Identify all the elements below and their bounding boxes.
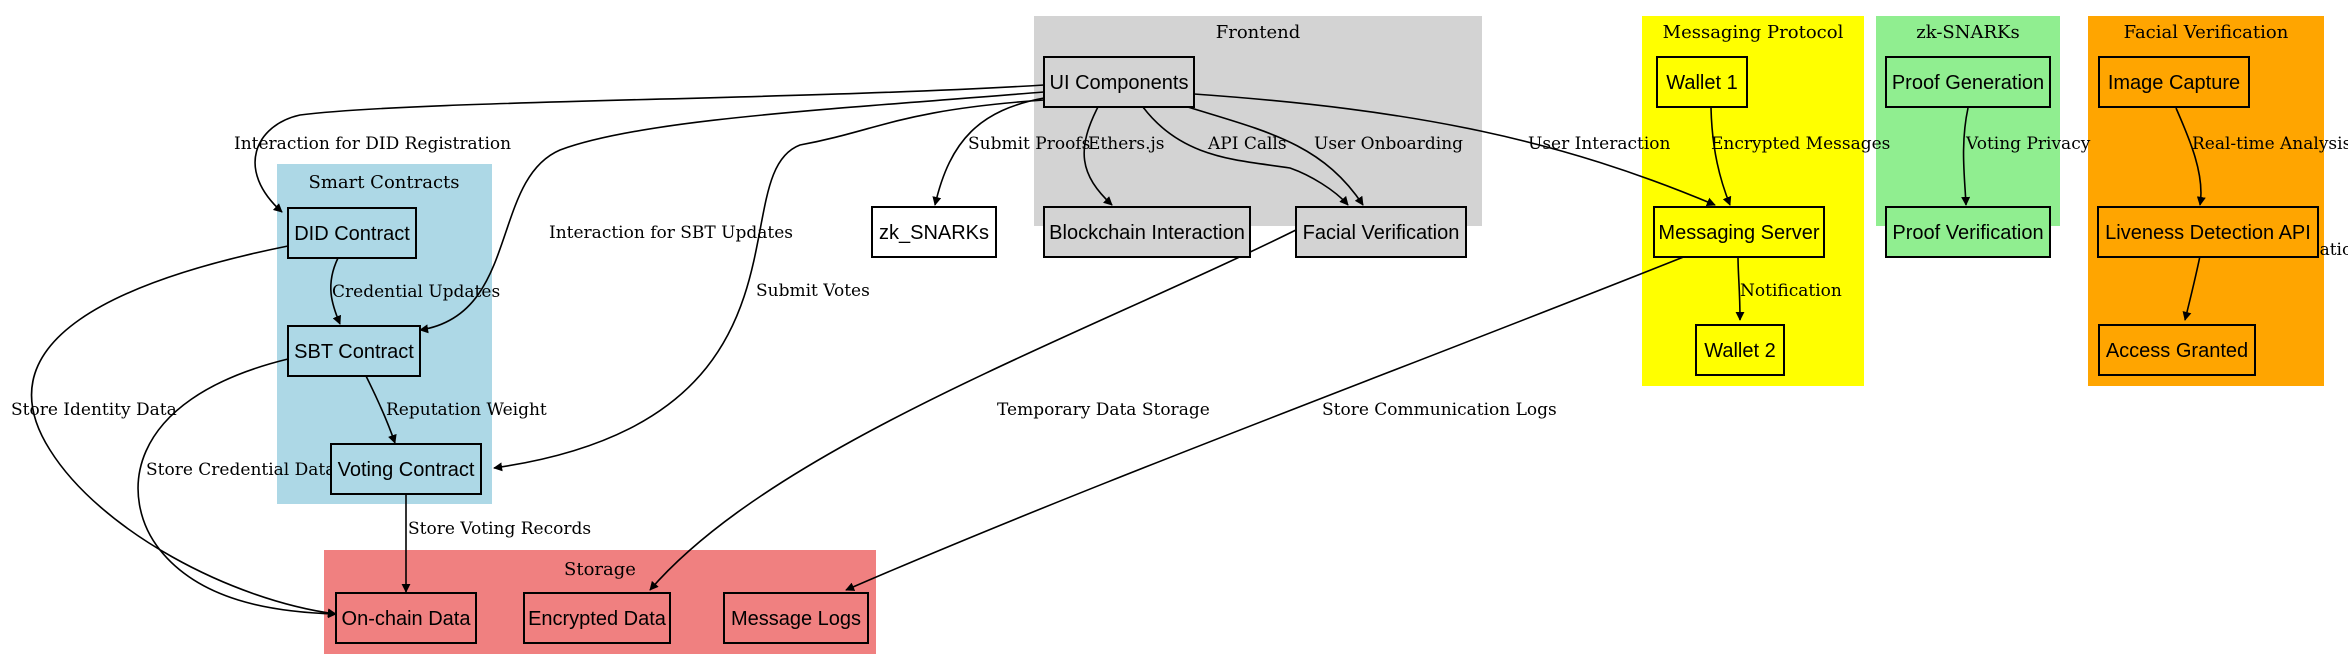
edge-label-store-credential: Store Credential Data	[146, 460, 335, 480]
edge-label-realtime: Real-time Analysis	[2192, 134, 2348, 154]
edge-label-submit-votes: Submit Votes	[756, 281, 870, 301]
node-blockchain-interaction[interactable]: Blockchain Interaction	[1043, 206, 1251, 258]
node-did-contract-label: DID Contract	[294, 223, 410, 245]
edge-ui-to-blockchain	[1083, 102, 1113, 206]
node-messaging-server-label: Messaging Server	[1658, 222, 1820, 244]
edge-did-to-onchain	[30, 245, 337, 618]
cluster-frontend: Frontend	[1034, 16, 1482, 226]
edge-label-store-comm: Store Communication Logs	[1322, 400, 1557, 420]
node-sbt-contract-label: SBT Contract	[294, 341, 414, 363]
edge-ui-to-did	[254, 84, 1045, 213]
edge-label-encrypted-messages: Encrypted Messages	[1711, 134, 1890, 154]
edge-label-credential-updates: Credential Updates	[332, 282, 500, 302]
edge-label-did-registration: Interaction for DID Registration	[234, 134, 511, 154]
node-access-granted-label: Access Granted	[2106, 340, 2248, 362]
cluster-storage-title: Storage	[564, 559, 636, 580]
edge-label-sbt-updates: Interaction for SBT Updates	[549, 223, 793, 243]
node-proof-generation-label: Proof Generation	[1892, 72, 2044, 94]
edge-ui-to-voting	[493, 99, 1045, 472]
node-proof-verification-label: Proof Verification	[1892, 222, 2043, 244]
node-messaging-server[interactable]: Messaging Server	[1653, 206, 1825, 258]
edge-msg-server-to-wallet2	[1735, 255, 1745, 321]
node-ui-components-label: UI Components	[1050, 72, 1189, 94]
node-facial-verification[interactable]: Facial Verification	[1295, 206, 1467, 258]
edge-sbt-to-onchain	[137, 358, 337, 619]
node-message-logs-label: Message Logs	[731, 608, 861, 630]
node-sbt-contract[interactable]: SBT Contract	[287, 325, 421, 377]
cluster-facial-title: Facial Verification	[2124, 22, 2289, 43]
edge-ui-user-onboarding	[1174, 102, 1364, 206]
node-image-capture-label: Image Capture	[2108, 72, 2240, 94]
edge-ui-to-zk	[932, 97, 1045, 206]
edge-proof-gen-to-ver	[1961, 107, 1971, 206]
cluster-smart-title: Smart Contracts	[308, 172, 459, 193]
node-voting-contract-label: Voting Contract	[338, 459, 475, 481]
node-wallet-1-label: Wallet 1	[1666, 72, 1738, 94]
node-wallet-2-label: Wallet 2	[1704, 340, 1776, 362]
node-proof-generation[interactable]: Proof Generation	[1885, 56, 2051, 108]
node-wallet-2[interactable]: Wallet 2	[1695, 324, 1785, 376]
edge-label-user-onboarding: User Onboarding	[1314, 134, 1463, 154]
node-proof-verification[interactable]: Proof Verification	[1885, 206, 2051, 258]
cluster-zk-snarks: zk-SNARKs	[1876, 16, 2060, 226]
edge-label-store-voting: Store Voting Records	[408, 519, 591, 539]
edge-ui-to-msg-server	[1193, 93, 1716, 207]
edge-labels: Interaction for DID Registration Interac…	[11, 134, 2348, 539]
node-liveness-detection[interactable]: Liveness Detection API	[2097, 206, 2319, 258]
cluster-messaging-title: Messaging Protocol	[1663, 22, 1844, 43]
edge-facial-to-encrypted	[649, 215, 1325, 591]
node-onchain-data-label: On-chain Data	[342, 608, 472, 630]
node-encrypted-data[interactable]: Encrypted Data	[523, 592, 671, 644]
node-voting-contract[interactable]: Voting Contract	[330, 443, 482, 495]
edge-capture-to-liveness	[2175, 107, 2206, 206]
edge-label-temp-storage: Temporary Data Storage	[997, 400, 1210, 420]
edge-ui-api-calls	[1139, 102, 1349, 206]
node-onchain-data[interactable]: On-chain Data	[335, 592, 477, 644]
node-blockchain-label: Blockchain Interaction	[1049, 222, 1245, 244]
cluster-zk-title: zk-SNARKs	[1916, 22, 2019, 43]
node-access-granted[interactable]: Access Granted	[2098, 324, 2256, 376]
node-wallet-1[interactable]: Wallet 1	[1656, 56, 1748, 108]
node-ui-components[interactable]: UI Components	[1043, 56, 1195, 108]
edge-sbt-to-voting	[365, 375, 397, 444]
node-did-contract[interactable]: DID Contract	[287, 207, 417, 259]
cluster-frontend-title: Frontend	[1216, 22, 1301, 43]
edge-msg-server-to-logs	[845, 255, 1687, 591]
node-image-capture[interactable]: Image Capture	[2098, 56, 2250, 108]
node-facial-verification-label: Facial Verification	[1303, 222, 1460, 244]
edge-label-notification: Notification	[1740, 281, 1842, 301]
edge-did-to-sbt	[330, 257, 342, 325]
edge-liveness-to-access	[2182, 255, 2201, 321]
edge-label-voting-privacy: Voting Privacy	[1965, 134, 2091, 154]
edge-label-submit-proofs: Submit Proofs	[968, 134, 1090, 154]
edge-label-user-interaction: User Interaction	[1528, 134, 1670, 154]
node-message-logs[interactable]: Message Logs	[723, 592, 869, 644]
node-liveness-detection-label: Liveness Detection API	[2105, 222, 2311, 244]
edge-ui-to-sbt	[419, 91, 1045, 334]
node-zk-snarks-label: zk_SNARKs	[879, 222, 989, 244]
edge-label-ethers: Ethers.js	[1088, 134, 1165, 154]
edge-label-api-calls: API Calls	[1207, 134, 1287, 154]
edge-label-reputation-weight: Reputation Weight	[386, 400, 547, 420]
edges	[30, 84, 2206, 619]
node-encrypted-data-label: Encrypted Data	[528, 608, 667, 630]
node-zk-snarks[interactable]: zk_SNARKs	[871, 206, 997, 258]
edge-wallet1-to-msg-server	[1710, 107, 1732, 206]
edge-label-store-identity: Store Identity Data	[11, 400, 177, 420]
